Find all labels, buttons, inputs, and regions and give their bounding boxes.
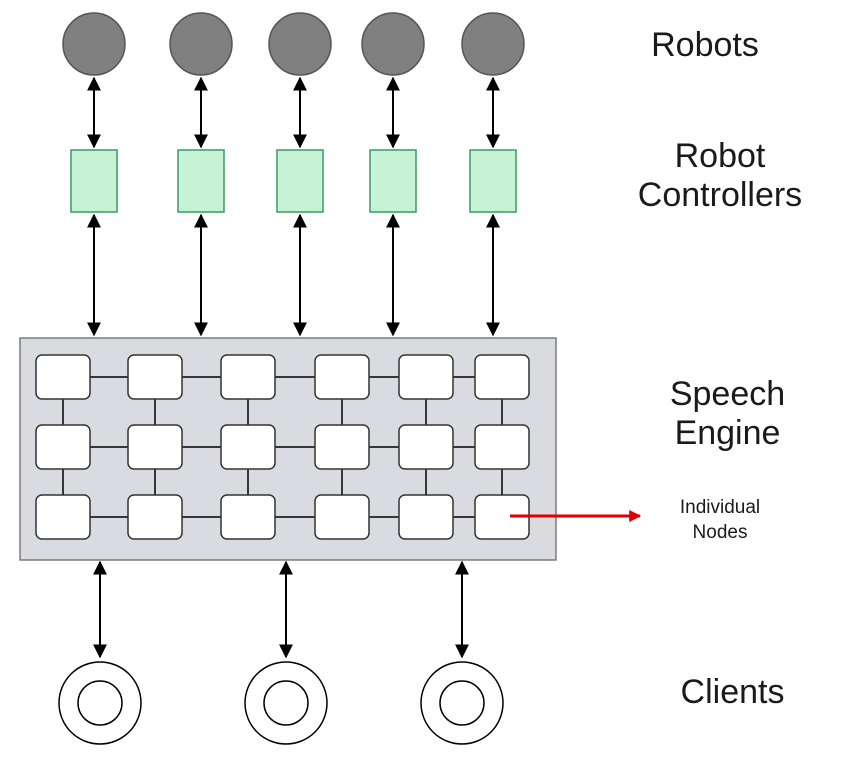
controller-icon [469,149,517,213]
client-inner-ring [263,680,309,726]
controller-icon [177,149,225,213]
controllers-row [70,149,517,213]
robot-icon [169,12,233,76]
node-icon [220,494,276,540]
node-icon [398,354,454,400]
robot-icon [361,12,425,76]
robot-icon [268,12,332,76]
clients-label: Clients [680,673,785,711]
node-icon [314,354,370,400]
node-icon [220,424,276,470]
node-icon [398,494,454,540]
engine-label-line2: Engine [674,414,781,453]
controllers-label-line2: Controllers [637,176,803,215]
connector-arrows [87,76,500,659]
node-icon [220,354,276,400]
engine-label-line1: Speech [669,375,786,413]
node-icon [314,424,370,470]
controllers-label: Robot Controllers [600,137,840,215]
node-icon [398,424,454,470]
robot-icon [62,12,126,76]
controller-icon [369,149,417,213]
controller-icon [276,149,324,213]
nodes-label-line2: Nodes [692,521,748,543]
controller-icon [70,149,118,213]
node-icon [127,494,183,540]
node-icon [35,424,91,470]
engine-label: Speech Engine [630,375,825,453]
nodes-label-line1: Individual [679,497,761,518]
node-icon [127,424,183,470]
speech-engine [19,337,557,561]
robots-label: Robots [651,26,759,64]
robot-icon [461,12,525,76]
node-icon [314,494,370,540]
node-icon [474,424,530,470]
node-icon [35,354,91,400]
clients-row [58,661,504,745]
speech-engine-box [19,337,557,561]
client-inner-ring [439,680,485,726]
robots-row [62,12,525,76]
nodes-label: Individual Nodes [650,496,790,545]
controllers-label-line1: Robot [674,137,766,175]
node-icon [474,354,530,400]
node-icon [35,494,91,540]
client-inner-ring [77,680,123,726]
node-icon [127,354,183,400]
